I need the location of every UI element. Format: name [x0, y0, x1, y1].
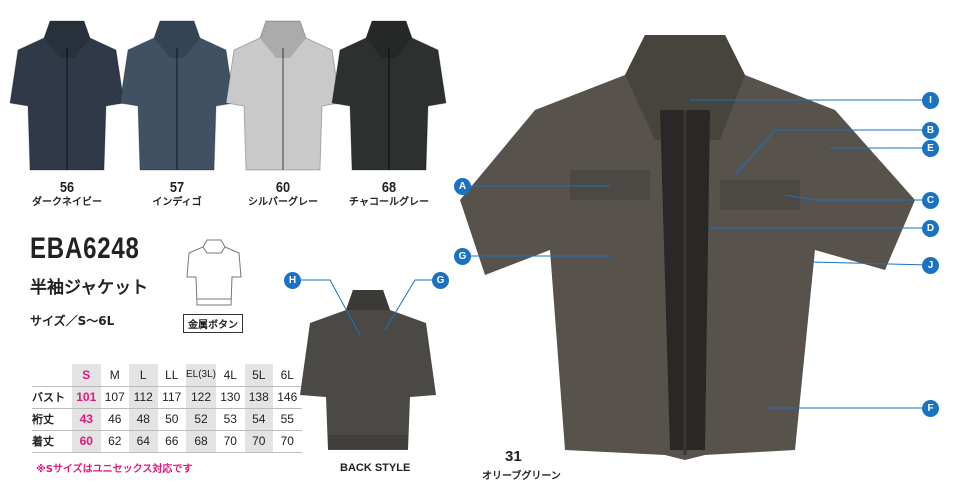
back-style-label: BACK STYLE [340, 462, 411, 474]
size-value: 54 [244, 408, 274, 431]
line-drawing-back [186, 239, 242, 306]
size-value: 48 [129, 408, 158, 431]
callout-h: H [284, 272, 301, 289]
color-label: 57 インディゴ [112, 180, 242, 209]
size-value: 138 [244, 386, 274, 409]
color-code: 56 [59, 179, 75, 196]
size-header: LL [157, 364, 186, 387]
row-label: 着丈 [32, 430, 72, 453]
size-value: 68 [186, 430, 217, 453]
callout-e: E [922, 140, 939, 157]
back-jacket-image [300, 290, 436, 450]
color-name: ダークネイビー [32, 197, 102, 208]
callout-i: I [922, 92, 939, 109]
size-value: 66 [157, 430, 186, 453]
callout-a: A [454, 178, 471, 195]
row-label: バスト [32, 386, 72, 409]
size-value: 43 [72, 408, 101, 431]
size-value: 146 [273, 386, 302, 409]
color-name: インディゴ [152, 197, 202, 208]
color-code: 60 [275, 179, 291, 196]
size-value: 55 [273, 408, 302, 431]
callout-j: J [922, 257, 939, 274]
callout-c: C [922, 192, 939, 209]
callout-g: G [454, 248, 471, 265]
callout-g-back: G [432, 272, 449, 289]
main-color-code: 31 [505, 448, 522, 465]
color-swatch-jacket [119, 20, 235, 171]
color-swatch-jacket [9, 20, 125, 171]
size-value: 50 [157, 408, 186, 431]
callout-f: F [922, 400, 939, 417]
size-value: 52 [186, 408, 217, 431]
product-type: 半袖ジャケット [30, 278, 149, 298]
size-value: 107 [100, 386, 129, 409]
size-header: 4L [216, 364, 245, 387]
size-value: 117 [157, 386, 186, 409]
color-name: チャコールグレー [349, 197, 429, 208]
size-value: 64 [129, 430, 158, 453]
size-value: 60 [72, 430, 101, 453]
color-code: 57 [169, 179, 185, 196]
color-swatch-jacket [225, 20, 341, 171]
color-label: 56 ダークネイビー [2, 180, 132, 209]
size-value: 53 [216, 408, 245, 431]
callout-d: D [922, 220, 939, 237]
size-note: ※Sサイズはユニセックス対応です [36, 464, 193, 475]
main-jacket-image [460, 35, 915, 460]
size-value: 70 [244, 430, 274, 453]
size-value: 62 [100, 430, 129, 453]
row-label: 裄丈 [32, 408, 72, 431]
metal-button-badge: 金属ボタン [183, 314, 243, 333]
size-value: 112 [129, 386, 158, 409]
size-header: L [129, 364, 158, 387]
size-header: M [100, 364, 129, 387]
size-range: サイズ／S〜6L [30, 314, 115, 328]
size-header: 5L [244, 364, 274, 387]
color-label: 60 シルバーグレー [218, 180, 348, 209]
model-number: EBA6248 [30, 232, 140, 265]
size-header-row: S M L LL EL(3L) 4L 5L 6L [32, 364, 302, 387]
size-header: 6L [273, 364, 302, 387]
size-header: EL(3L) [186, 364, 217, 387]
size-value: 101 [72, 386, 101, 409]
size-value: 70 [273, 430, 302, 453]
size-value: 122 [186, 386, 217, 409]
color-swatch-jacket [331, 20, 447, 171]
color-name: シルバーグレー [248, 197, 318, 208]
size-value: 46 [100, 408, 129, 431]
main-color-name: オリーブグリーン [482, 471, 561, 482]
color-label: 68 チャコールグレー [324, 180, 454, 209]
size-value: 130 [216, 386, 245, 409]
size-header: S [72, 364, 101, 387]
callout-b: B [922, 122, 939, 139]
size-value: 70 [216, 430, 245, 453]
color-code: 68 [381, 179, 397, 196]
